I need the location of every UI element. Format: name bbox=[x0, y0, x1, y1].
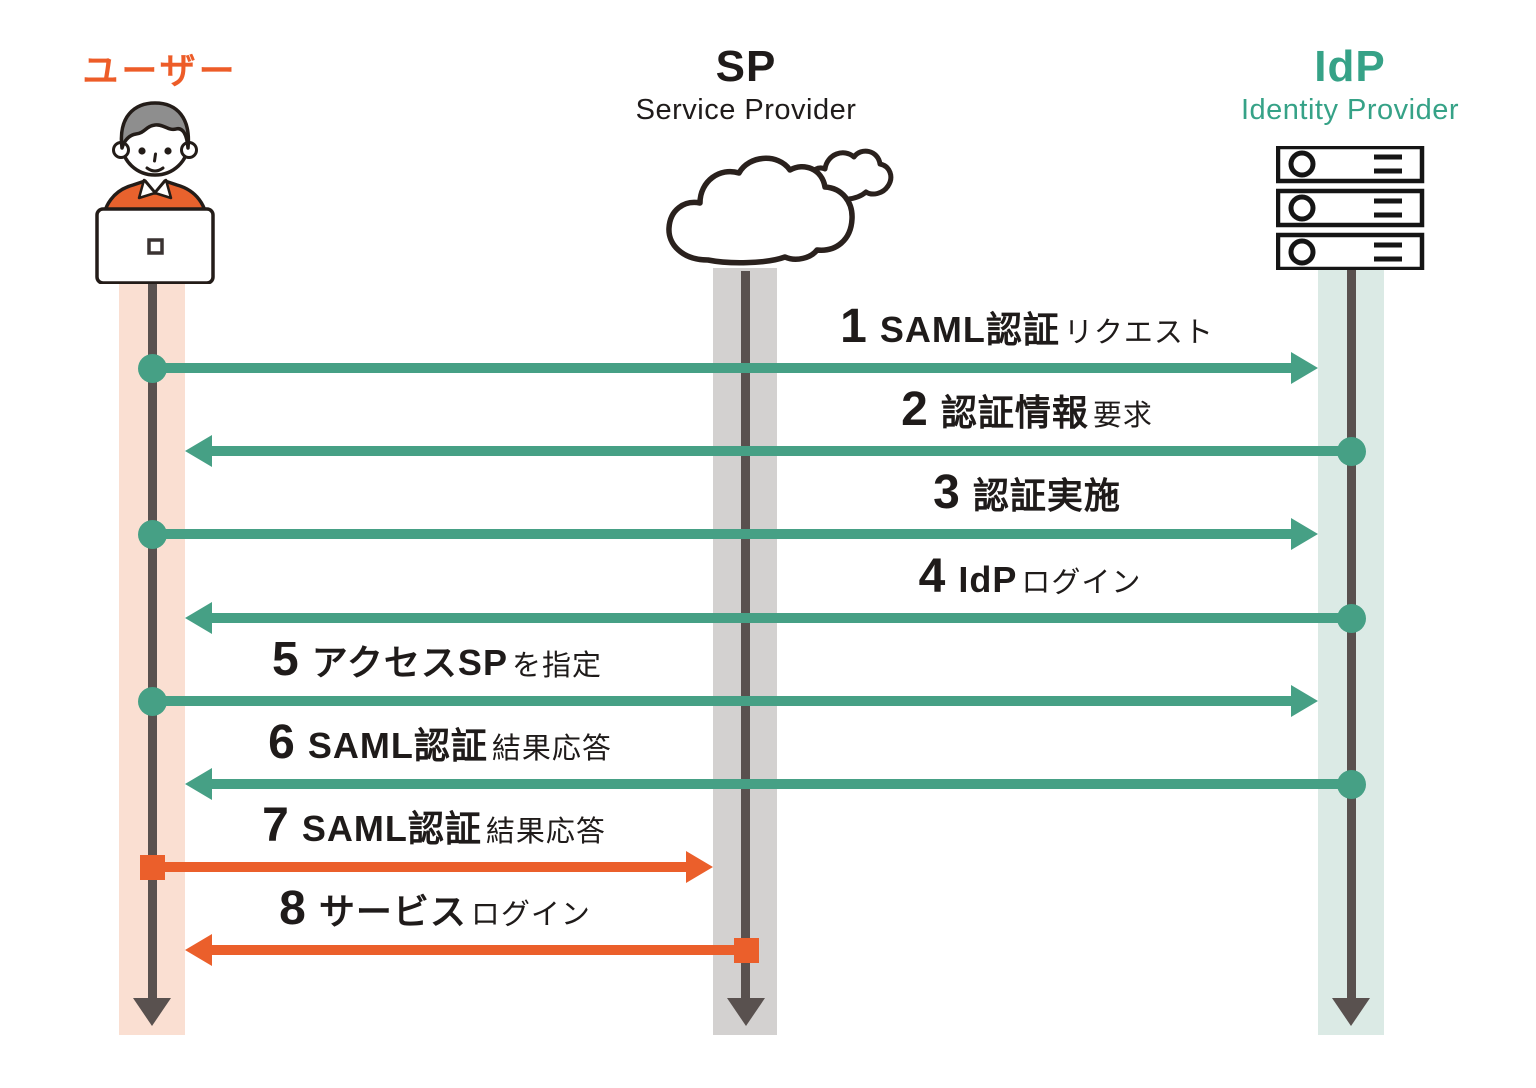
arrowhead-icon bbox=[185, 768, 212, 800]
message-text-bold: IdP bbox=[958, 559, 1018, 600]
message-label: 6 SAML認証結果応答 bbox=[268, 715, 612, 770]
arrow-line bbox=[152, 529, 1293, 539]
message-number: 4 bbox=[918, 550, 946, 603]
message-text-light: ログイン bbox=[470, 899, 591, 931]
user-actor-label: ユーザー bbox=[82, 50, 238, 91]
message-text-bold: サービス bbox=[318, 891, 467, 932]
person-laptop-icon bbox=[95, 101, 215, 284]
user-lifeline-arrow-icon bbox=[133, 998, 171, 1026]
user-lifeline bbox=[148, 284, 157, 1000]
sp-lifeline bbox=[741, 271, 750, 1000]
arrowhead-icon bbox=[1291, 352, 1318, 384]
message-label: 7 SAML認証結果応答 bbox=[262, 798, 606, 853]
message-text-light: 結果応答 bbox=[485, 816, 606, 848]
arrowhead-icon bbox=[185, 602, 212, 634]
arrowhead-icon bbox=[1291, 518, 1318, 550]
message-text-light: を指定 bbox=[511, 650, 602, 682]
message-text-bold: 認証実施 bbox=[972, 475, 1121, 516]
arrow-line bbox=[152, 862, 688, 872]
message-text-light: 結果応答 bbox=[491, 733, 612, 765]
message-number: 1 bbox=[840, 300, 867, 353]
message-text-bold: SAML認証 bbox=[301, 808, 482, 849]
message-number: 8 bbox=[279, 882, 306, 935]
square-marker bbox=[733, 937, 759, 963]
sp-lifeline-arrow-icon bbox=[727, 998, 765, 1026]
message-number: 2 bbox=[901, 383, 928, 436]
cloud-icon bbox=[666, 148, 894, 266]
message-text-bold: SAML認証 bbox=[879, 309, 1060, 350]
arrow-line bbox=[152, 363, 1293, 373]
message-label: 3 認証実施 bbox=[933, 465, 1121, 520]
arrow-line bbox=[152, 696, 1293, 706]
dot-marker bbox=[137, 353, 167, 383]
message-number: 6 bbox=[268, 716, 295, 769]
server-stack-icon bbox=[1276, 146, 1425, 270]
sp-abbr-label: SP bbox=[715, 42, 777, 91]
idp-lifeline bbox=[1347, 266, 1356, 1000]
arrow-line bbox=[210, 779, 1351, 789]
message-text-light: リクエスト bbox=[1063, 317, 1214, 349]
dot-marker bbox=[1336, 603, 1366, 633]
message-text-bold: アクセスSP bbox=[311, 642, 508, 683]
dot-marker bbox=[1336, 436, 1366, 466]
idp-actor-header: IdP Identity Provider bbox=[1200, 42, 1500, 127]
dot-marker bbox=[137, 519, 167, 549]
arrow-line bbox=[210, 945, 746, 955]
message-text-light: 要求 bbox=[1092, 400, 1153, 432]
message-number: 7 bbox=[262, 799, 289, 852]
idp-lifeline-arrow-icon bbox=[1332, 998, 1370, 1026]
message-number: 3 bbox=[933, 466, 960, 519]
arrowhead-icon bbox=[185, 934, 212, 966]
dot-marker bbox=[137, 686, 167, 716]
sp-full-label: Service Provider bbox=[635, 94, 857, 127]
arrowhead-icon bbox=[185, 435, 212, 467]
arrowhead-icon bbox=[686, 851, 713, 883]
message-label: 1 SAML認証リクエスト bbox=[840, 299, 1214, 354]
message-text-bold: 認証情報 bbox=[940, 392, 1089, 433]
message-label: 8 サービスログイン bbox=[279, 881, 591, 936]
arrowhead-icon bbox=[1291, 685, 1318, 717]
message-label: 2 認証情報要求 bbox=[901, 382, 1153, 437]
message-text-light: ログイン bbox=[1021, 567, 1142, 599]
idp-full-label: Identity Provider bbox=[1240, 94, 1460, 127]
idp-abbr-label: IdP bbox=[1314, 42, 1386, 91]
square-marker bbox=[139, 854, 165, 880]
sp-actor-header: SP Service Provider bbox=[596, 42, 896, 127]
arrow-line bbox=[210, 446, 1351, 456]
dot-marker bbox=[1336, 769, 1366, 799]
message-text-bold: SAML認証 bbox=[307, 725, 488, 766]
message-number: 5 bbox=[272, 633, 299, 686]
arrow-line bbox=[210, 613, 1351, 623]
